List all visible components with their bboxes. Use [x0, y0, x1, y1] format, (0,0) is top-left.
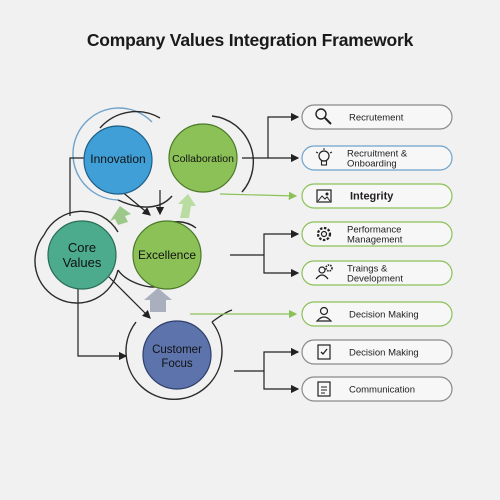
up-arrow-green-2 — [178, 194, 196, 218]
customer-focus-label-2: Focus — [161, 358, 193, 370]
page-title: Company Values Integration Framework — [86, 30, 414, 50]
core-values-label-2: Values — [63, 255, 102, 270]
value-box-label: Recrutement — [349, 113, 404, 124]
value-box-label-line1: Traings & — [347, 264, 388, 275]
core-values-node — [47, 220, 117, 290]
value-box: Recrutement — [301, 104, 453, 130]
person-gear-icon — [315, 264, 333, 280]
value-box-frame — [301, 104, 453, 130]
connectors — [69, 112, 300, 394]
value-box: Decision Making — [301, 339, 453, 365]
value-box-frame — [301, 260, 453, 286]
value-box-frame — [301, 301, 453, 327]
customer-focus-node — [142, 320, 212, 390]
collaboration-node — [168, 123, 238, 193]
value-box: Decision Making — [301, 301, 453, 327]
value-box-label-line1: Performance — [347, 225, 401, 236]
up-arrow-gray — [144, 288, 172, 312]
value-box: Communication — [301, 376, 453, 402]
value-box-label-line1: Recruitment & — [347, 149, 408, 160]
value-box-frame — [301, 221, 453, 247]
value-box-frame — [301, 339, 453, 365]
up-arrow-green — [110, 206, 131, 225]
innovation-label: Innovation — [90, 152, 145, 166]
value-box-label: Communication — [349, 385, 415, 396]
customer-focus-label-1: Customer — [152, 344, 202, 356]
checklist-icon — [317, 344, 331, 360]
collaboration-label: Collaboration — [172, 153, 234, 165]
core-values-label-1: Core — [68, 240, 96, 255]
magnifier-icon — [315, 108, 332, 125]
value-box-label-line2: Onboarding — [347, 159, 397, 170]
value-box: Integrity — [301, 183, 453, 209]
lightbulb-icon — [315, 148, 333, 166]
document-icon — [317, 381, 331, 397]
value-box-label: Decision Making — [349, 348, 419, 359]
value-box: Recruitment &Onboarding — [301, 145, 453, 171]
value-box: Traings &Development — [301, 260, 453, 286]
value-box-label: Integrity — [350, 191, 394, 203]
gear-icon — [316, 226, 332, 242]
innovation-node — [83, 125, 153, 195]
excellence-label: Excellence — [138, 248, 196, 262]
value-box-label: Decision Making — [349, 310, 419, 321]
value-box-label-line2: Management — [347, 235, 403, 246]
green-connectors — [190, 191, 298, 319]
value-box-label-line2: Development — [347, 274, 403, 285]
value-box-frame — [301, 183, 453, 209]
image-icon — [316, 189, 332, 203]
excellence-node — [132, 220, 202, 290]
value-box-frame — [301, 376, 453, 402]
value-box-frame — [301, 145, 453, 171]
person-icon — [315, 306, 333, 322]
